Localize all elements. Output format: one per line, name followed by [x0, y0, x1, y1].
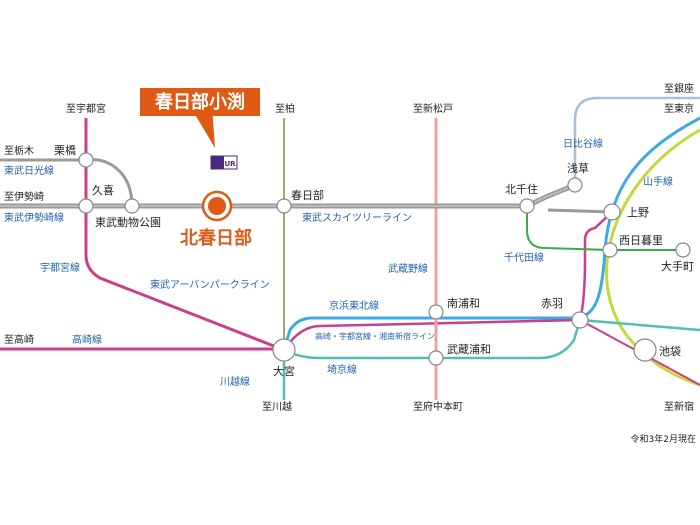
callout-pointer [190, 106, 215, 148]
station-omiya [272, 338, 296, 362]
line-takasaki: 高崎線 [72, 333, 102, 346]
dest-kashiwa: 至柏 [275, 102, 295, 115]
utsunomiya-line [84, 118, 285, 352]
label-nishi-nippori: 西日暮里 [619, 233, 663, 247]
label-kuki: 久喜 [92, 184, 114, 197]
line-tobu-nikko: 東武日光線 [4, 164, 54, 177]
station-akabane [571, 311, 589, 329]
station-asakusa [567, 177, 583, 193]
line-saikyo: 埼京線 [327, 363, 357, 376]
dest-tochigi: 至栃木 [4, 144, 34, 157]
dest-ginza: 至銀座 [664, 82, 694, 95]
callout-box [140, 88, 260, 116]
highlight-station-label: 北春日部 [180, 227, 252, 249]
hibiya-line [573, 96, 700, 180]
line-utsunomiya: 宇都宮線 [40, 261, 80, 274]
dest-shin-matsudo: 至新松戸 [413, 102, 453, 115]
label-omiya: 大宮 [273, 364, 295, 378]
station-kasukabe [276, 198, 292, 214]
highlight-station-inner [208, 197, 226, 215]
ur-logo-text: UR [224, 160, 236, 168]
label-asakusa: 浅草 [567, 162, 589, 175]
line-urban-park: 東武アーバンパークライン [150, 278, 270, 291]
station-kuki [78, 198, 94, 214]
saikyo-line [283, 318, 700, 360]
line-keihin-tohoku: 京浜東北線 [329, 299, 379, 312]
dest-takasaki: 至高崎 [4, 333, 34, 346]
label-otemachi: 大手町 [661, 259, 694, 273]
footnote: 令和3年2月現在 [631, 433, 696, 445]
line-yamanote: 山手線 [643, 175, 673, 188]
line-skytree: 東武スカイツリーライン [302, 211, 412, 224]
dest-isesaki: 至伊勢崎 [4, 190, 44, 203]
label-tobu-dobutsu-koen: 東武動物公園 [95, 215, 161, 229]
label-kita-senju: 北千住 [505, 182, 538, 196]
station-musashi-urawa [428, 350, 444, 366]
dest-utsunomiya: 至宇都宮 [66, 102, 106, 115]
label-akabane: 赤羽 [541, 297, 563, 310]
chiyoda-line [526, 206, 683, 251]
yamanote-line [605, 128, 700, 387]
dest-fuchu-honmachi: 至府中本町 [413, 400, 463, 413]
line-kawagoe: 川越線 [220, 375, 250, 388]
keihin-tohoku-line [282, 116, 700, 351]
station-kurihashi [78, 152, 94, 168]
ur-logo: UR [210, 155, 238, 170]
label-kasukabe: 春日部 [291, 188, 324, 202]
label-ueno: 上野 [627, 206, 649, 219]
dest-kawagoe: 至川越 [262, 400, 292, 413]
station-tobu-dobutsu-koen [124, 198, 140, 214]
line-musashino: 武蔵野線 [388, 262, 428, 275]
line-tobu-isesaki: 東武伊勢崎線 [4, 211, 64, 224]
station-ikebukuro [633, 338, 657, 362]
label-minami-urawa: 南浦和 [447, 297, 480, 310]
station-ueno [603, 203, 621, 221]
station-kita-senju [519, 198, 535, 214]
tobu-skytree-line-inner [0, 184, 576, 207]
line-hibiya: 日比谷線 [563, 137, 603, 150]
dest-tokyo: 至東京 [664, 102, 694, 115]
line-chiyoda: 千代田線 [504, 251, 544, 264]
station-minami-urawa [428, 304, 444, 320]
takasaki-shonan-line [282, 211, 613, 351]
station-nishi-nippori [602, 242, 618, 258]
dest-shinjuku: 至新宿 [664, 400, 694, 413]
station-otemachi [675, 242, 691, 258]
label-ikebukuro: 池袋 [659, 344, 681, 358]
label-musashi-urawa: 武蔵浦和 [447, 343, 491, 356]
line-takasaki-shonan: 高崎・宇都宮線・湘南新宿ライン [315, 331, 435, 341]
label-kurihashi: 栗橋 [54, 143, 76, 157]
ueno-link-line [547, 208, 613, 214]
callout-label: 春日部小渕 [155, 91, 245, 113]
